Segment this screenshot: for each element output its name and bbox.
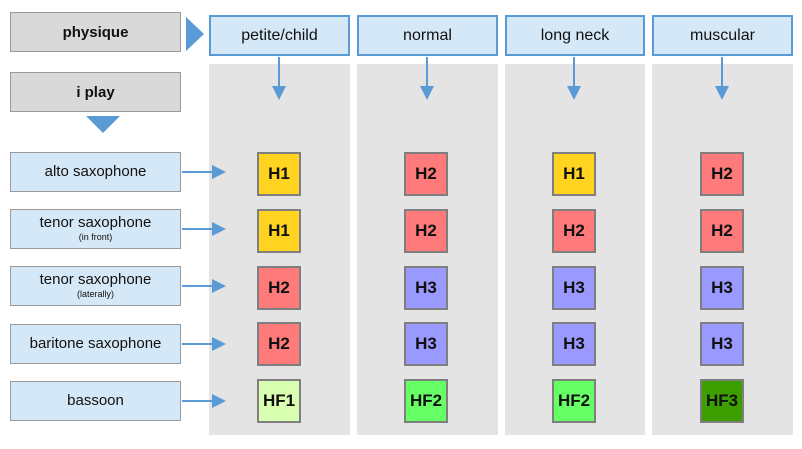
row-label-subtext: (in front) bbox=[78, 231, 113, 242]
cell-r1-c1: H1 bbox=[257, 152, 301, 196]
row-label-text: tenor saxophone bbox=[39, 271, 152, 289]
triangle-down-icon bbox=[86, 116, 120, 133]
row-label-subtext: (laterally) bbox=[76, 288, 114, 299]
cell-r2-c1: H1 bbox=[257, 209, 301, 253]
cell-r4-c4: H3 bbox=[700, 322, 744, 366]
column-header-muscular: muscular bbox=[652, 15, 793, 56]
cell-r1-c2: H2 bbox=[404, 152, 448, 196]
cell-r3-c4: H3 bbox=[700, 266, 744, 310]
row-label-tenor-saxophone-lateral: tenor saxophone (laterally) bbox=[10, 266, 181, 306]
cell-r2-c3: H2 bbox=[552, 209, 596, 253]
cell-r2-c4: H2 bbox=[700, 209, 744, 253]
triangle-right-icon bbox=[186, 17, 204, 51]
cell-r4-c1: H2 bbox=[257, 322, 301, 366]
physique-label: physique bbox=[10, 12, 181, 52]
row-label-text: alto saxophone bbox=[44, 162, 147, 180]
cell-r1-c4: H2 bbox=[700, 152, 744, 196]
cell-r5-c1: HF1 bbox=[257, 379, 301, 423]
cell-r5-c2: HF2 bbox=[404, 379, 448, 423]
row-label-tenor-saxophone-front: tenor saxophone (in front) bbox=[10, 209, 181, 249]
cell-r2-c2: H2 bbox=[404, 209, 448, 253]
row-label-baritone-saxophone: baritone saxophone bbox=[10, 324, 181, 364]
column-header-petite-child: petite/child bbox=[209, 15, 350, 56]
iplay-label: i play bbox=[10, 72, 181, 112]
cell-r1-c3: H1 bbox=[552, 152, 596, 196]
row-label-text: bassoon bbox=[67, 391, 124, 409]
cell-r4-c3: H3 bbox=[552, 322, 596, 366]
row-label-text: tenor saxophone bbox=[39, 214, 152, 232]
cell-r3-c3: H3 bbox=[552, 266, 596, 310]
cell-r3-c1: H2 bbox=[257, 266, 301, 310]
cell-r3-c2: H3 bbox=[404, 266, 448, 310]
column-header-long-neck: long neck bbox=[505, 15, 645, 56]
cell-r5-c3: HF2 bbox=[552, 379, 596, 423]
row-label-bassoon: bassoon bbox=[10, 381, 181, 421]
row-label-alto-saxophone: alto saxophone bbox=[10, 152, 181, 192]
cell-r4-c2: H3 bbox=[404, 322, 448, 366]
cell-r5-c4: HF3 bbox=[700, 379, 744, 423]
row-label-text: baritone saxophone bbox=[29, 334, 162, 352]
column-header-normal: normal bbox=[357, 15, 498, 56]
